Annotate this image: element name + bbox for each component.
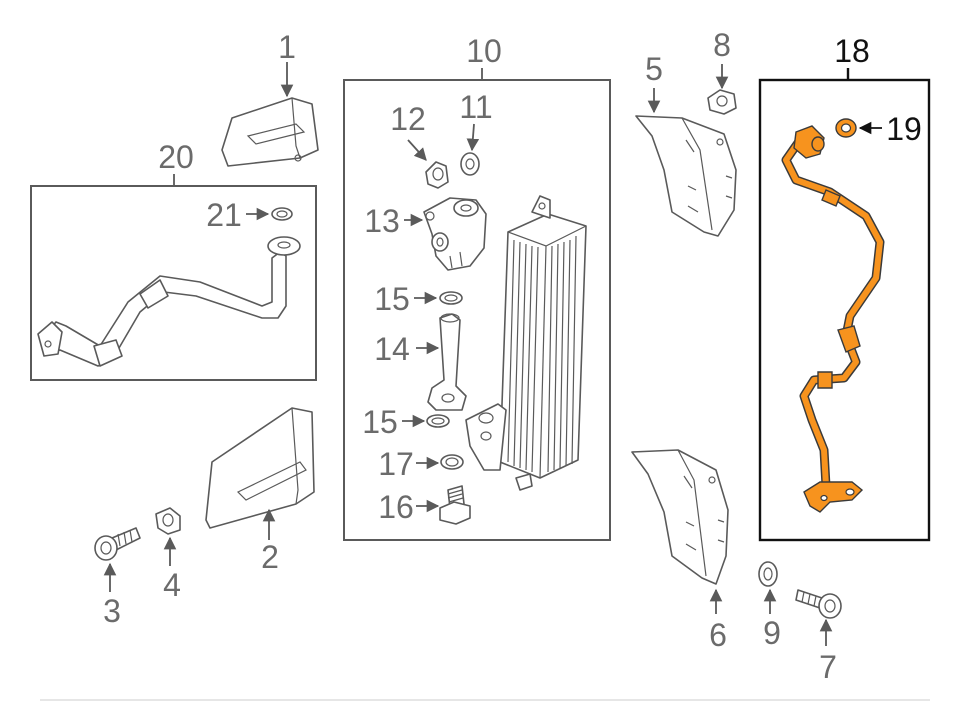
part-7-bolt[interactable] xyxy=(795,589,842,619)
callout-1[interactable]: 1 xyxy=(278,29,296,65)
callout-21[interactable]: 21 xyxy=(206,197,242,233)
part-13-thermostat-housing[interactable] xyxy=(423,197,487,271)
part-2-lower-air-duct[interactable] xyxy=(205,407,315,529)
part-11-bushing[interactable] xyxy=(460,152,480,176)
callout-16[interactable]: 16 xyxy=(378,489,414,525)
callout-18[interactable]: 18 xyxy=(834,33,870,69)
part-17-o-ring[interactable] xyxy=(440,454,464,470)
leader-12 xyxy=(407,139,427,161)
part-6-lower-deflector[interactable] xyxy=(631,449,729,585)
part-4-nut[interactable] xyxy=(155,507,181,535)
part-21-o-ring[interactable] xyxy=(271,207,293,221)
callout-3[interactable]: 3 xyxy=(103,593,121,629)
part-19-o-ring[interactable] xyxy=(835,118,857,138)
part-16-drain-plug[interactable] xyxy=(439,485,471,525)
part-12-bushing[interactable] xyxy=(425,161,449,189)
callout-2[interactable]: 2 xyxy=(261,539,279,575)
part-8-nut[interactable] xyxy=(707,89,737,115)
part-5-upper-deflector[interactable] xyxy=(635,115,737,237)
callout-11[interactable]: 11 xyxy=(459,89,492,125)
callout-8[interactable]: 8 xyxy=(713,27,731,63)
callout-17[interactable]: 17 xyxy=(378,446,414,482)
callout-10[interactable]: 10 xyxy=(466,33,502,69)
callout-12[interactable]: 12 xyxy=(390,101,426,137)
part-15-o-ring-lower[interactable] xyxy=(426,414,450,428)
callout-6[interactable]: 6 xyxy=(709,617,727,653)
callout-19[interactable]: 19 xyxy=(886,111,922,147)
part-20-coolant-pipe[interactable] xyxy=(37,236,301,367)
part-18-oil-line[interactable] xyxy=(781,125,885,513)
callout-4[interactable]: 4 xyxy=(163,567,181,603)
callout-7[interactable]: 7 xyxy=(819,649,837,685)
callout-13[interactable]: 13 xyxy=(364,203,400,239)
part-18-frame xyxy=(758,78,931,542)
callout-5[interactable]: 5 xyxy=(645,51,663,87)
callout-9[interactable]: 9 xyxy=(763,615,781,651)
callout-14[interactable]: 14 xyxy=(374,331,410,367)
part-14-pipe[interactable] xyxy=(427,313,467,411)
callout-20[interactable]: 20 xyxy=(158,139,194,175)
part-10-oil-cooler[interactable] xyxy=(465,195,587,491)
part-10-frame xyxy=(343,79,611,541)
part-15-o-ring-upper[interactable] xyxy=(439,291,463,305)
leader-11 xyxy=(466,123,480,152)
part-9-washer[interactable] xyxy=(758,561,778,587)
part-1-upper-air-duct[interactable] xyxy=(221,97,319,167)
callout-15-lower[interactable]: 15 xyxy=(362,404,398,440)
callout-15-upper[interactable]: 15 xyxy=(374,281,410,317)
part-3-bolt[interactable] xyxy=(94,527,141,561)
